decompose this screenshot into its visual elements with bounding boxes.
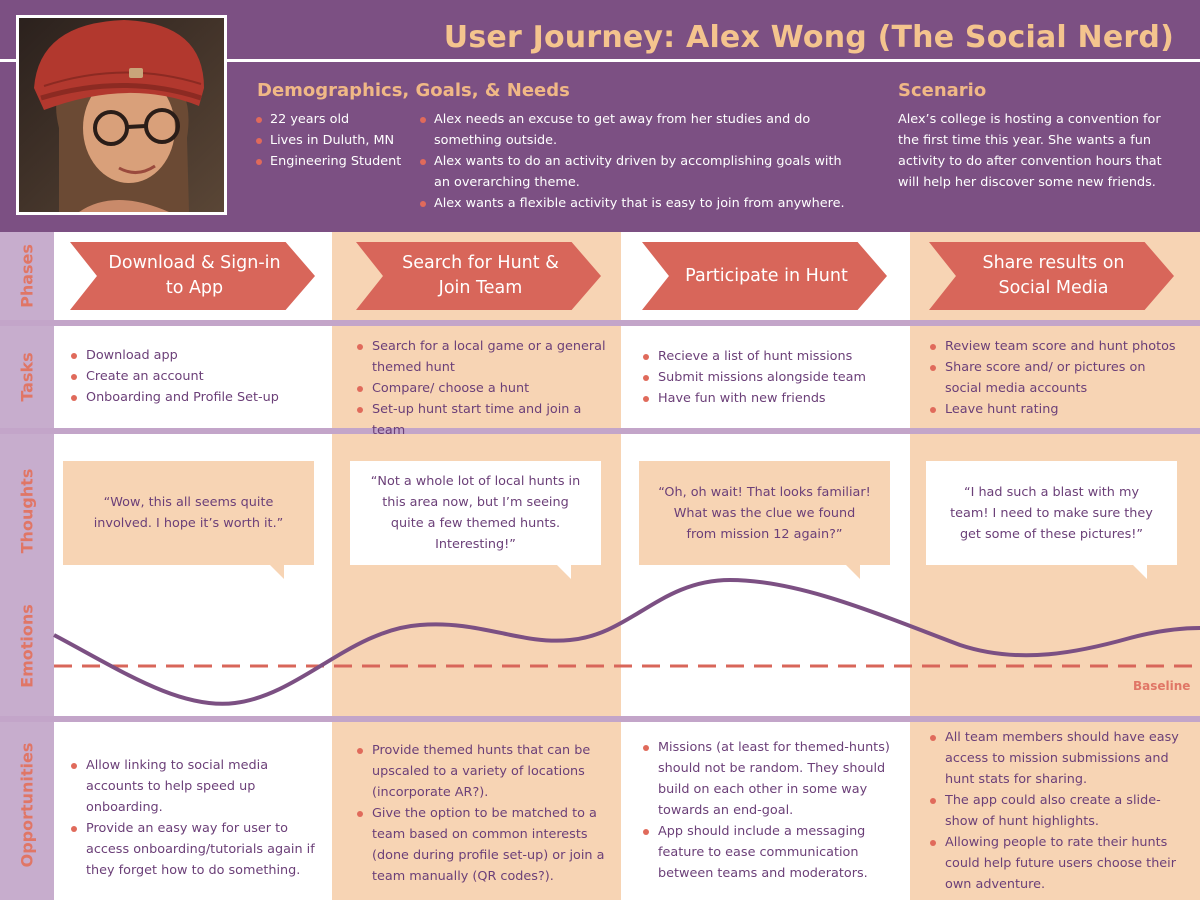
- opportunities-list: Provide themed hunts that can be upscale…: [357, 740, 607, 887]
- opportunity-item: Provide an easy way for user to access o…: [71, 818, 323, 881]
- row-separator: [0, 716, 1200, 722]
- persona-photo: [16, 15, 227, 215]
- goal-item: Alex wants to do an activity driven by a…: [420, 151, 860, 193]
- row-label-phases: Phases: [0, 232, 54, 320]
- row-label-text: Thoughts: [17, 468, 37, 554]
- opportunity-item: Provide themed hunts that can be upscale…: [357, 740, 607, 803]
- thought-bubble: “Oh, oh wait! That looks familiar! What …: [639, 461, 890, 579]
- opportunity-item: Allow linking to social media accounts t…: [71, 755, 323, 818]
- row-separator: [0, 320, 1200, 326]
- phase-chevron: Download & Sign-in to App: [70, 242, 315, 310]
- opportunity-item: Allowing people to rate their hunts coul…: [930, 832, 1185, 895]
- opportunity-item: Give the option to be matched to a team …: [357, 803, 607, 887]
- task-item: Share score and/ or pictures on social m…: [930, 357, 1185, 399]
- phase-label: Download & Sign-in to App: [108, 253, 281, 298]
- thought-text: “I had such a blast with my team! I need…: [950, 484, 1153, 542]
- header-divider: [0, 59, 1200, 62]
- task-item: Leave hunt rating: [930, 399, 1185, 420]
- column-2-shade: [332, 232, 621, 900]
- row-label-emotions: Emotions: [0, 580, 54, 716]
- row-label-thoughts: Thoughts: [0, 434, 54, 580]
- opportunity-item: All team members should have easy access…: [930, 727, 1185, 790]
- scenario-text: Alex’s college is hosting a convention f…: [898, 112, 1162, 190]
- phase-chevron: Search for Hunt & Join Team: [356, 242, 601, 310]
- tasks-list: Download app Create an account Onboardin…: [71, 345, 321, 408]
- row-label-text: Opportunities: [17, 742, 37, 868]
- row-label-tasks: Tasks: [0, 326, 54, 428]
- row-separator: [0, 428, 1200, 434]
- persona-portrait-illustration: [19, 18, 224, 212]
- phase-label: Participate in Hunt: [685, 265, 848, 286]
- goal-item: Alex needs an excuse to get away from he…: [420, 109, 860, 151]
- demographics-list: 22 years old Lives in Duluth, MN Enginee…: [256, 109, 416, 172]
- tasks-list: Review team score and hunt photos Share …: [930, 336, 1185, 420]
- task-item: Download app: [71, 345, 321, 366]
- task-item: Search for a local game or a general the…: [357, 336, 607, 378]
- thought-text: “Oh, oh wait! That looks familiar! What …: [658, 484, 871, 542]
- goal-item: Alex wants a flexible activity that is e…: [420, 193, 860, 214]
- demographic-item: 22 years old: [256, 109, 416, 130]
- task-item: Review team score and hunt photos: [930, 336, 1185, 357]
- opportunity-item: App should include a messaging feature t…: [643, 821, 893, 884]
- thought-bubble: “I had such a blast with my team! I need…: [926, 461, 1177, 579]
- opportunities-list: All team members should have easy access…: [930, 727, 1185, 895]
- task-item: Onboarding and Profile Set-up: [71, 387, 321, 408]
- phase-label: Share results on Social Media: [982, 253, 1125, 298]
- emotion-curve-chart: [53, 577, 1200, 706]
- emotion-line: [53, 577, 1200, 706]
- goals-list: Alex needs an excuse to get away from he…: [420, 109, 860, 214]
- row-label-text: Phases: [17, 244, 37, 308]
- row-label-text: Tasks: [17, 352, 37, 402]
- phase-chevron: Participate in Hunt: [642, 242, 887, 310]
- demographics-heading: Demographics, Goals, & Needs: [257, 80, 570, 101]
- demographic-item: Lives in Duluth, MN: [256, 130, 416, 151]
- baseline-label: Baseline: [1133, 679, 1191, 693]
- task-item: Compare/ choose a hunt: [357, 378, 607, 399]
- row-label-opportunities: Opportunities: [0, 722, 54, 900]
- phase-label: Search for Hunt & Join Team: [402, 253, 559, 298]
- opportunities-list: Allow linking to social media accounts t…: [71, 755, 323, 881]
- page-title: User Journey: Alex Wong (The Social Nerd…: [443, 20, 1174, 55]
- column-4-shade: [910, 232, 1200, 900]
- thought-text: “Wow, this all seems quite involved. I h…: [93, 495, 284, 531]
- task-item: Submit missions alongside team: [643, 367, 893, 388]
- title-band: User Journey: Alex Wong (The Social Nerd…: [228, 15, 1200, 60]
- thought-bubble: “Wow, this all seems quite involved. I h…: [63, 461, 314, 579]
- thought-text: “Not a whole lot of local hunts in this …: [370, 474, 581, 552]
- scenario-heading: Scenario: [898, 80, 987, 101]
- demographic-item: Engineering Student: [256, 151, 416, 172]
- phase-chevron: Share results on Social Media: [929, 242, 1174, 310]
- opportunity-item: The app could also create a slide-show o…: [930, 790, 1185, 832]
- opportunity-item: Missions (at least for themed-hunts) sho…: [643, 737, 893, 821]
- tasks-list: Recieve a list of hunt missions Submit m…: [643, 346, 893, 409]
- tasks-list: Search for a local game or a general the…: [357, 336, 607, 441]
- task-item: Have fun with new friends: [643, 388, 893, 409]
- thought-bubble: “Not a whole lot of local hunts in this …: [350, 461, 601, 579]
- opportunities-list: Missions (at least for themed-hunts) sho…: [643, 737, 893, 884]
- task-item: Recieve a list of hunt missions: [643, 346, 893, 367]
- task-item: Create an account: [71, 366, 321, 387]
- task-item: Set-up hunt start time and join a team: [357, 399, 607, 441]
